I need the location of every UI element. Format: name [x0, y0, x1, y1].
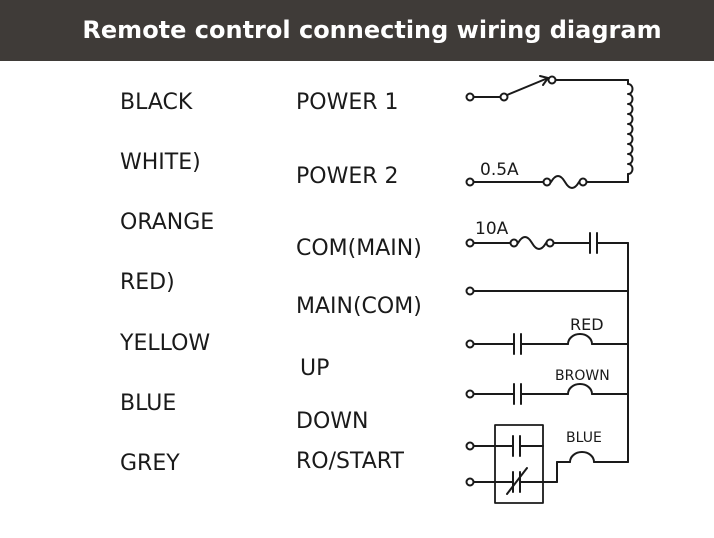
wire-color-label: ORANGE: [120, 210, 215, 235]
up-line: [465, 333, 629, 355]
coil-label-brown: BROWN: [555, 368, 610, 384]
terminal-label: UP: [300, 356, 330, 381]
terminal-label: MAIN(COM): [296, 294, 422, 319]
main-com-line: [465, 286, 629, 296]
com-main-line: [465, 232, 629, 254]
coil-symbol: [569, 451, 595, 463]
power2-fuse-line: [465, 175, 629, 189]
down-line: [465, 383, 629, 405]
power1-switch-line: [465, 75, 629, 102]
terminal-label: RO/START: [296, 449, 404, 474]
terminal-label: POWER 2: [296, 164, 399, 189]
fuse-rating-small: 0.5A: [480, 160, 519, 180]
fuse-symbol: [550, 175, 580, 189]
coil-symbol: [567, 383, 593, 395]
fuse-rating-large: 10A: [475, 219, 509, 239]
page-title: Remote control connecting wiring diagram: [82, 16, 662, 44]
wire-color-label: YELLOW: [120, 331, 211, 356]
transformer-coil: [627, 83, 634, 175]
wire-color-label: WHITE): [120, 150, 201, 175]
terminal-label: DOWN: [296, 409, 369, 434]
coil-symbol: [567, 333, 593, 345]
coil-label-blue: BLUE: [566, 430, 602, 446]
wire-color-label: BLUE: [120, 391, 177, 416]
terminal-label: COM(MAIN): [296, 236, 422, 261]
terminal-label: POWER 1: [296, 90, 399, 115]
wire-color-label: BLACK: [120, 90, 193, 115]
fuse-symbol: [517, 236, 547, 250]
coil-label-red: RED: [570, 315, 604, 334]
wire-color-label: RED): [120, 270, 175, 295]
wire-color-label: GREY: [120, 451, 180, 476]
title-bar: Remote control connecting wiring diagram: [0, 0, 714, 61]
ro-start-relay: [465, 424, 629, 504]
